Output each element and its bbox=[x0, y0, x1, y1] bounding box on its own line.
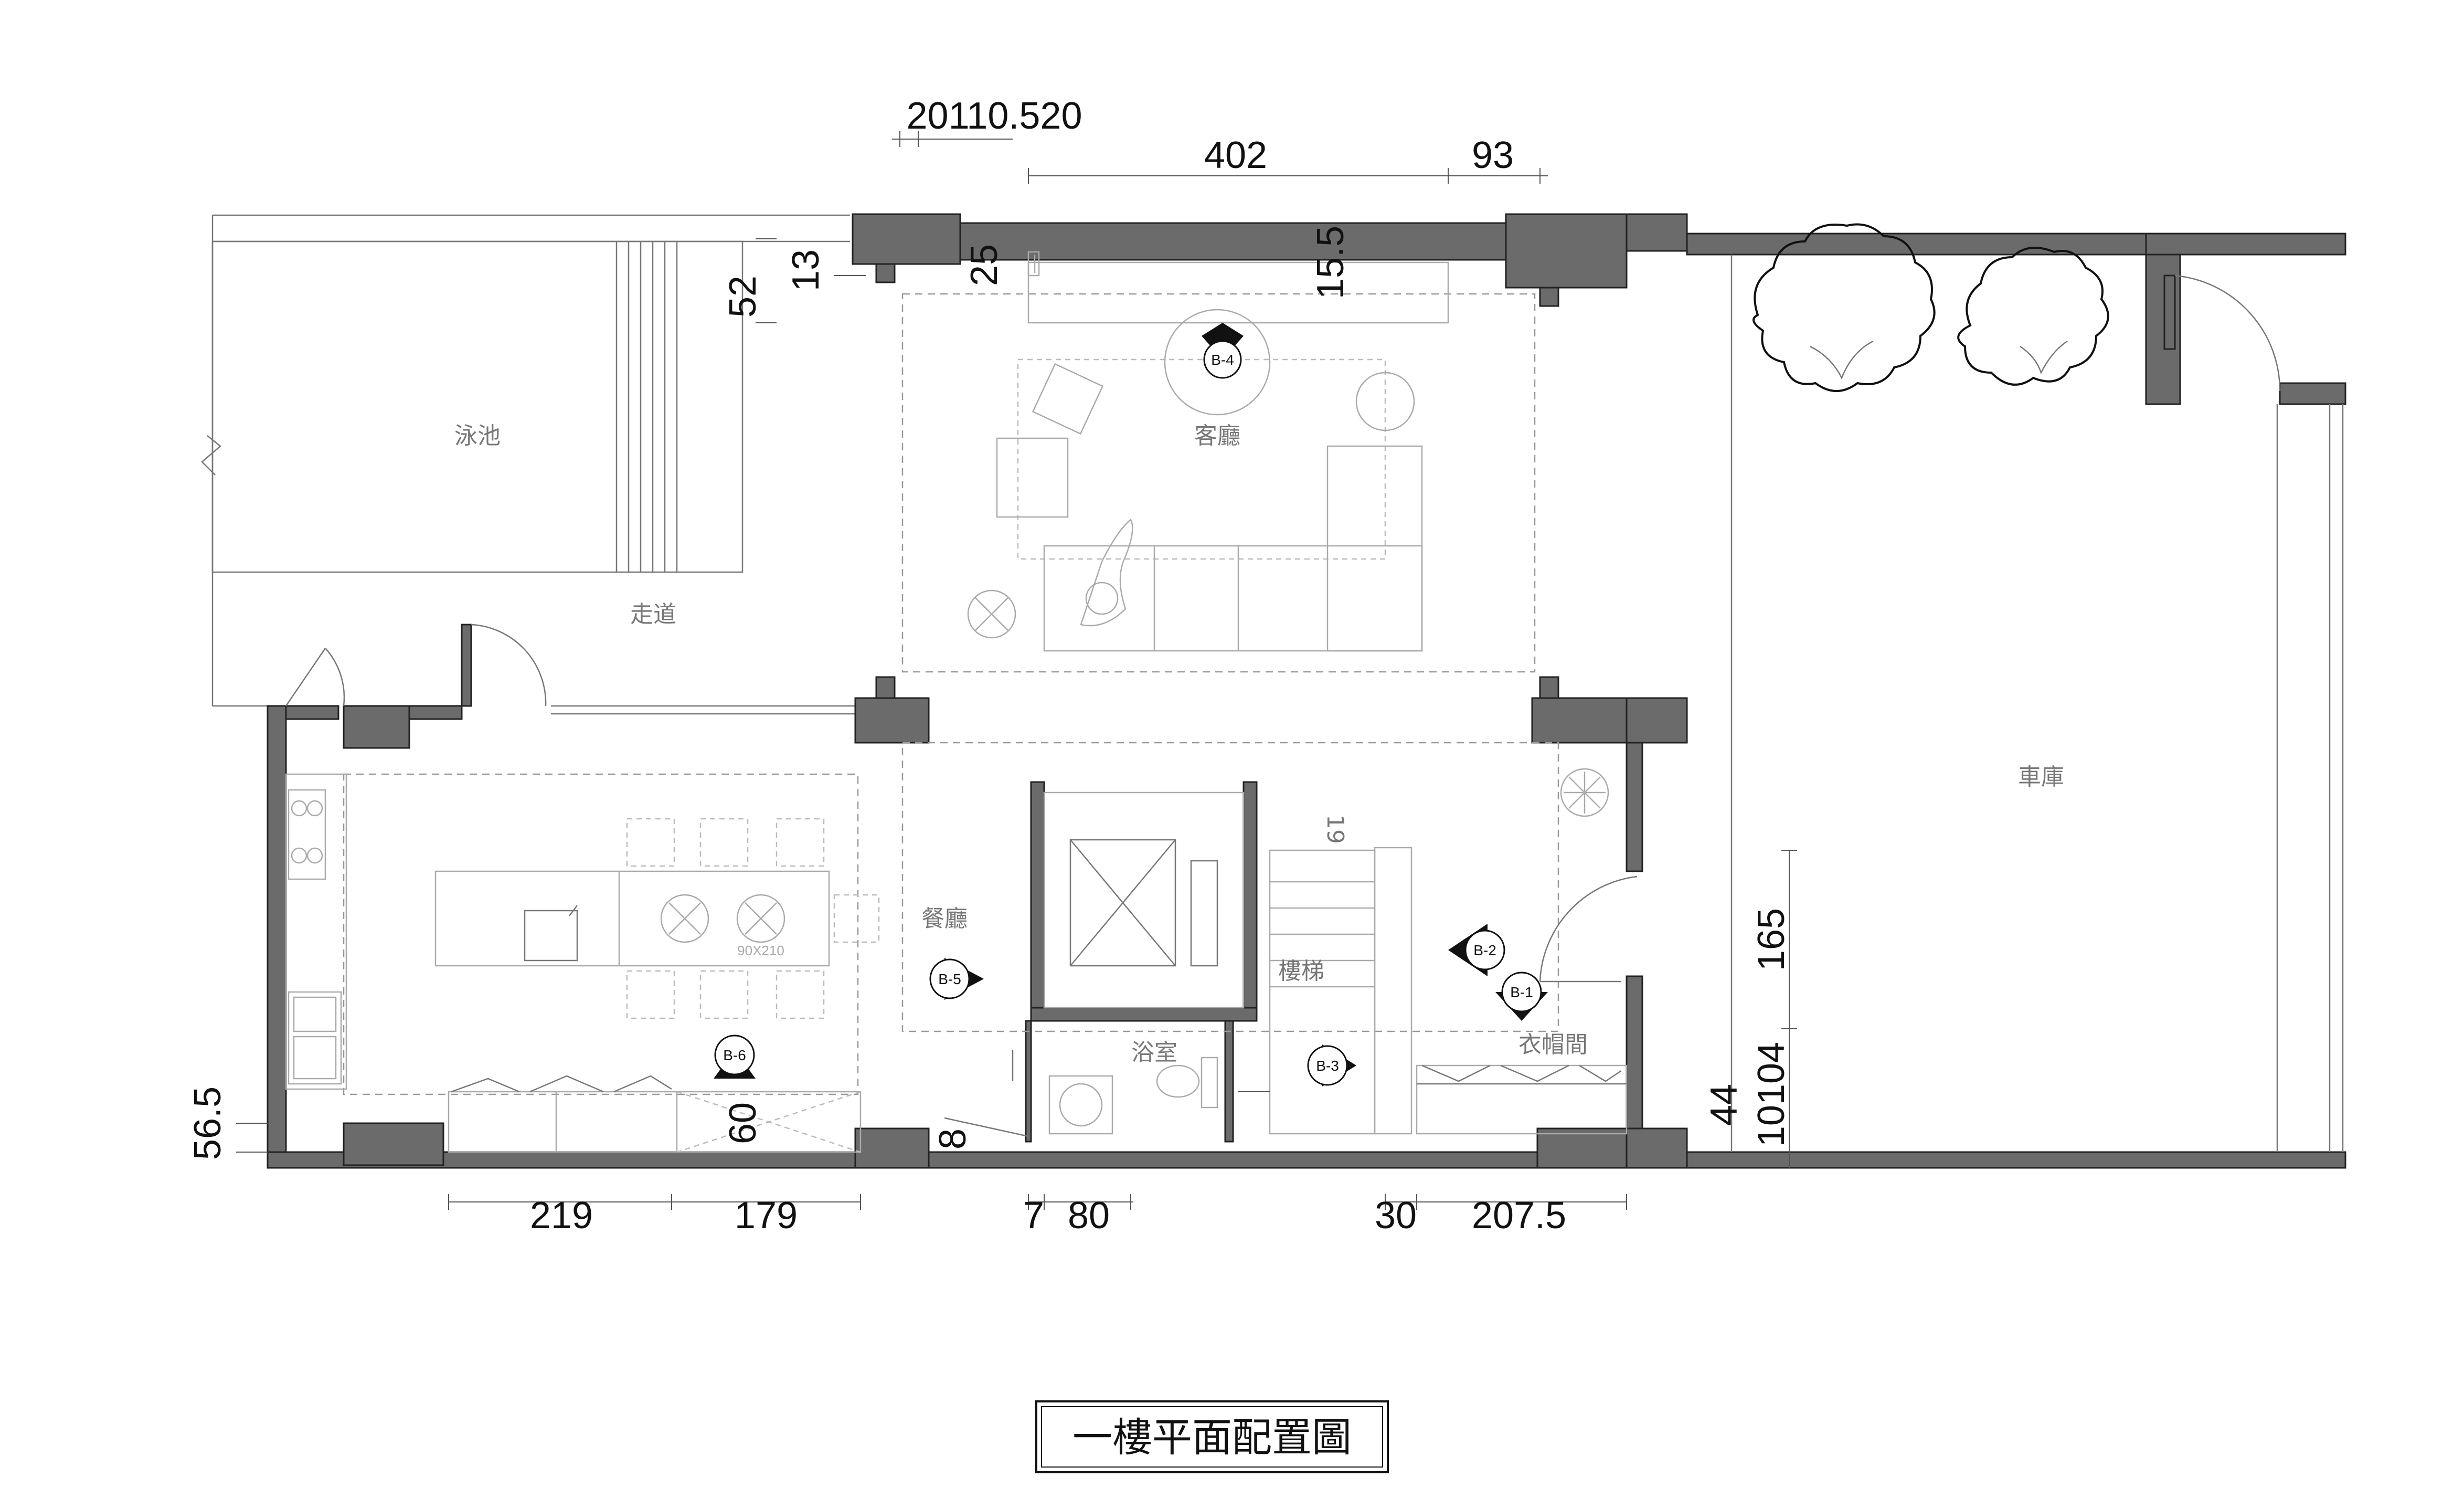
dim-402: 402 bbox=[1204, 134, 1267, 176]
dim-19: 19 bbox=[1322, 815, 1348, 844]
walls bbox=[267, 213, 2346, 1169]
title-text: 一樓平面配置圖 bbox=[1072, 1414, 1352, 1461]
kitchen-dining bbox=[285, 624, 880, 1153]
dimension-lines bbox=[236, 131, 1797, 1210]
core-area bbox=[901, 742, 1559, 1137]
dim-219: 219 bbox=[530, 1195, 593, 1237]
dim-80: 80 bbox=[1068, 1195, 1110, 1237]
dim-top-left: 20110.520 bbox=[906, 95, 1082, 137]
dim-25: 25 bbox=[963, 244, 1005, 286]
tag-b2: B-2 bbox=[1448, 924, 1505, 976]
tag-b3: B-3 bbox=[1307, 1044, 1356, 1086]
svg-text:B-4: B-4 bbox=[1211, 352, 1234, 368]
pool-area bbox=[201, 214, 861, 715]
svg-text:B-6: B-6 bbox=[723, 1047, 746, 1063]
cloakroom-area bbox=[1416, 768, 1638, 1135]
dim-15-5: 15.5 bbox=[1310, 226, 1352, 299]
svg-text:B-2: B-2 bbox=[1473, 942, 1496, 958]
dim-8: 8 bbox=[932, 1128, 974, 1149]
garage-label: 車庫 bbox=[2018, 764, 2064, 790]
dim-44: 44 bbox=[1703, 1084, 1745, 1126]
dim-7: 7 bbox=[1023, 1195, 1044, 1237]
living-room bbox=[901, 251, 1536, 673]
svg-text:B-3: B-3 bbox=[1316, 1058, 1339, 1074]
dim-179: 179 bbox=[735, 1195, 798, 1237]
dim-30: 30 bbox=[1375, 1195, 1417, 1237]
cloakroom-label: 衣帽間 bbox=[1518, 1031, 1588, 1058]
pool-label: 泳池 bbox=[454, 423, 501, 449]
island-size-label: 90X210 bbox=[737, 943, 784, 958]
tag-b5: B-5 bbox=[929, 958, 984, 1000]
garage-area bbox=[1753, 223, 2281, 392]
tag-b1: B-1 bbox=[1495, 972, 1548, 1021]
dining-label: 餐廳 bbox=[921, 905, 968, 932]
svg-text:B-1: B-1 bbox=[1510, 984, 1533, 1000]
tree-icon bbox=[1957, 247, 2109, 386]
svg-text:B-5: B-5 bbox=[938, 971, 961, 987]
stairs-label: 樓梯 bbox=[1278, 958, 1324, 985]
dim-60: 60 bbox=[722, 1102, 764, 1144]
corridor-label: 走道 bbox=[630, 601, 676, 628]
tree-icon bbox=[1753, 223, 1936, 392]
tag-b4: B-4 bbox=[1202, 323, 1244, 379]
living-label: 客廳 bbox=[1194, 423, 1240, 449]
dim-56-5: 56.5 bbox=[187, 1086, 229, 1160]
tag-b6: B-6 bbox=[714, 1035, 756, 1079]
dim-165: 165 bbox=[1750, 908, 1792, 971]
bathroom-label: 浴室 bbox=[1131, 1039, 1177, 1066]
section-tags: B-4 B-5 B-6 B-2 B-1 B-3 bbox=[714, 323, 1548, 1086]
dim-52: 52 bbox=[722, 276, 764, 318]
dim-207-5: 207.5 bbox=[1472, 1195, 1566, 1237]
dim-13: 13 bbox=[785, 249, 827, 291]
dim-93: 93 bbox=[1472, 134, 1514, 176]
dim-10104: 10104 bbox=[1750, 1042, 1792, 1147]
drawing-title: 一樓平面配置圖 bbox=[1035, 1400, 1389, 1473]
